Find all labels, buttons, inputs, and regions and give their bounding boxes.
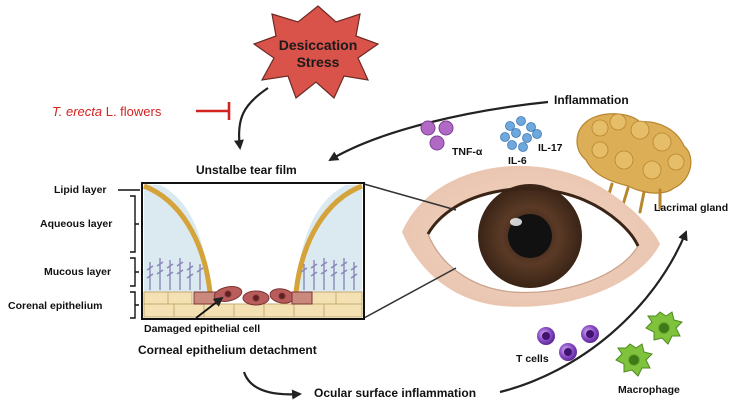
- tnf-alpha-icon: [420, 120, 454, 151]
- aqueous-layer-label: Aqueous layer: [40, 218, 113, 230]
- tnf-alpha-label: TNF-α: [452, 146, 483, 158]
- zoom-line-bottom: [363, 267, 457, 319]
- eye-illustration: [402, 165, 660, 307]
- mucous-bracket: [130, 257, 139, 287]
- t-cells-icon: [537, 325, 599, 361]
- to-lacrimal-arrow: [499, 230, 688, 394]
- detachment-label: Corneal epithelium detachment: [138, 343, 317, 357]
- tear-film-box: [141, 182, 365, 320]
- lacrimal-gland-label: Lacrimal gland: [654, 202, 729, 214]
- inflammation-label: Inflammation: [554, 93, 629, 107]
- ocular-inflammation-label: Ocular surface inflammation: [314, 386, 477, 400]
- corneal-epithelium-label: Corenal epithelium: [8, 300, 103, 312]
- to-ocular-inflammation-arrow: [242, 371, 302, 400]
- treatment-label: T. erecta L. flowers: [52, 104, 161, 119]
- stress-line-2: Stress: [296, 54, 340, 70]
- damaged-cell-label: Damaged epithelial cell: [144, 323, 261, 335]
- unstable-tear-film-label: Unstalbe tear film: [196, 163, 297, 177]
- treatment-rest: L. flowers: [102, 104, 162, 119]
- interleukin-icon: [500, 116, 542, 152]
- damaged-cell-pointer: [195, 296, 224, 319]
- macrophage-label: Macrophage: [618, 384, 680, 396]
- stress-line-1: Desiccation: [278, 37, 358, 53]
- il-6-label: IL-6: [508, 155, 527, 167]
- aqueous-bracket: [130, 195, 139, 253]
- treatment-italic: T. erecta: [52, 104, 103, 119]
- macrophage-icon: [615, 311, 683, 377]
- t-cells-label: T cells: [516, 353, 549, 365]
- stress-burst: [252, 5, 380, 99]
- lipid-layer-label: Lipid layer: [54, 184, 107, 196]
- mucous-layer-label: Mucous layer: [44, 266, 112, 278]
- zoom-line-top: [363, 183, 457, 211]
- desiccation-stress-label: Desiccation Stress: [266, 37, 370, 71]
- stress-to-tearfilm-arrow: [233, 87, 269, 150]
- il-17-label: IL-17: [538, 142, 563, 154]
- epithelium-bracket: [130, 291, 139, 319]
